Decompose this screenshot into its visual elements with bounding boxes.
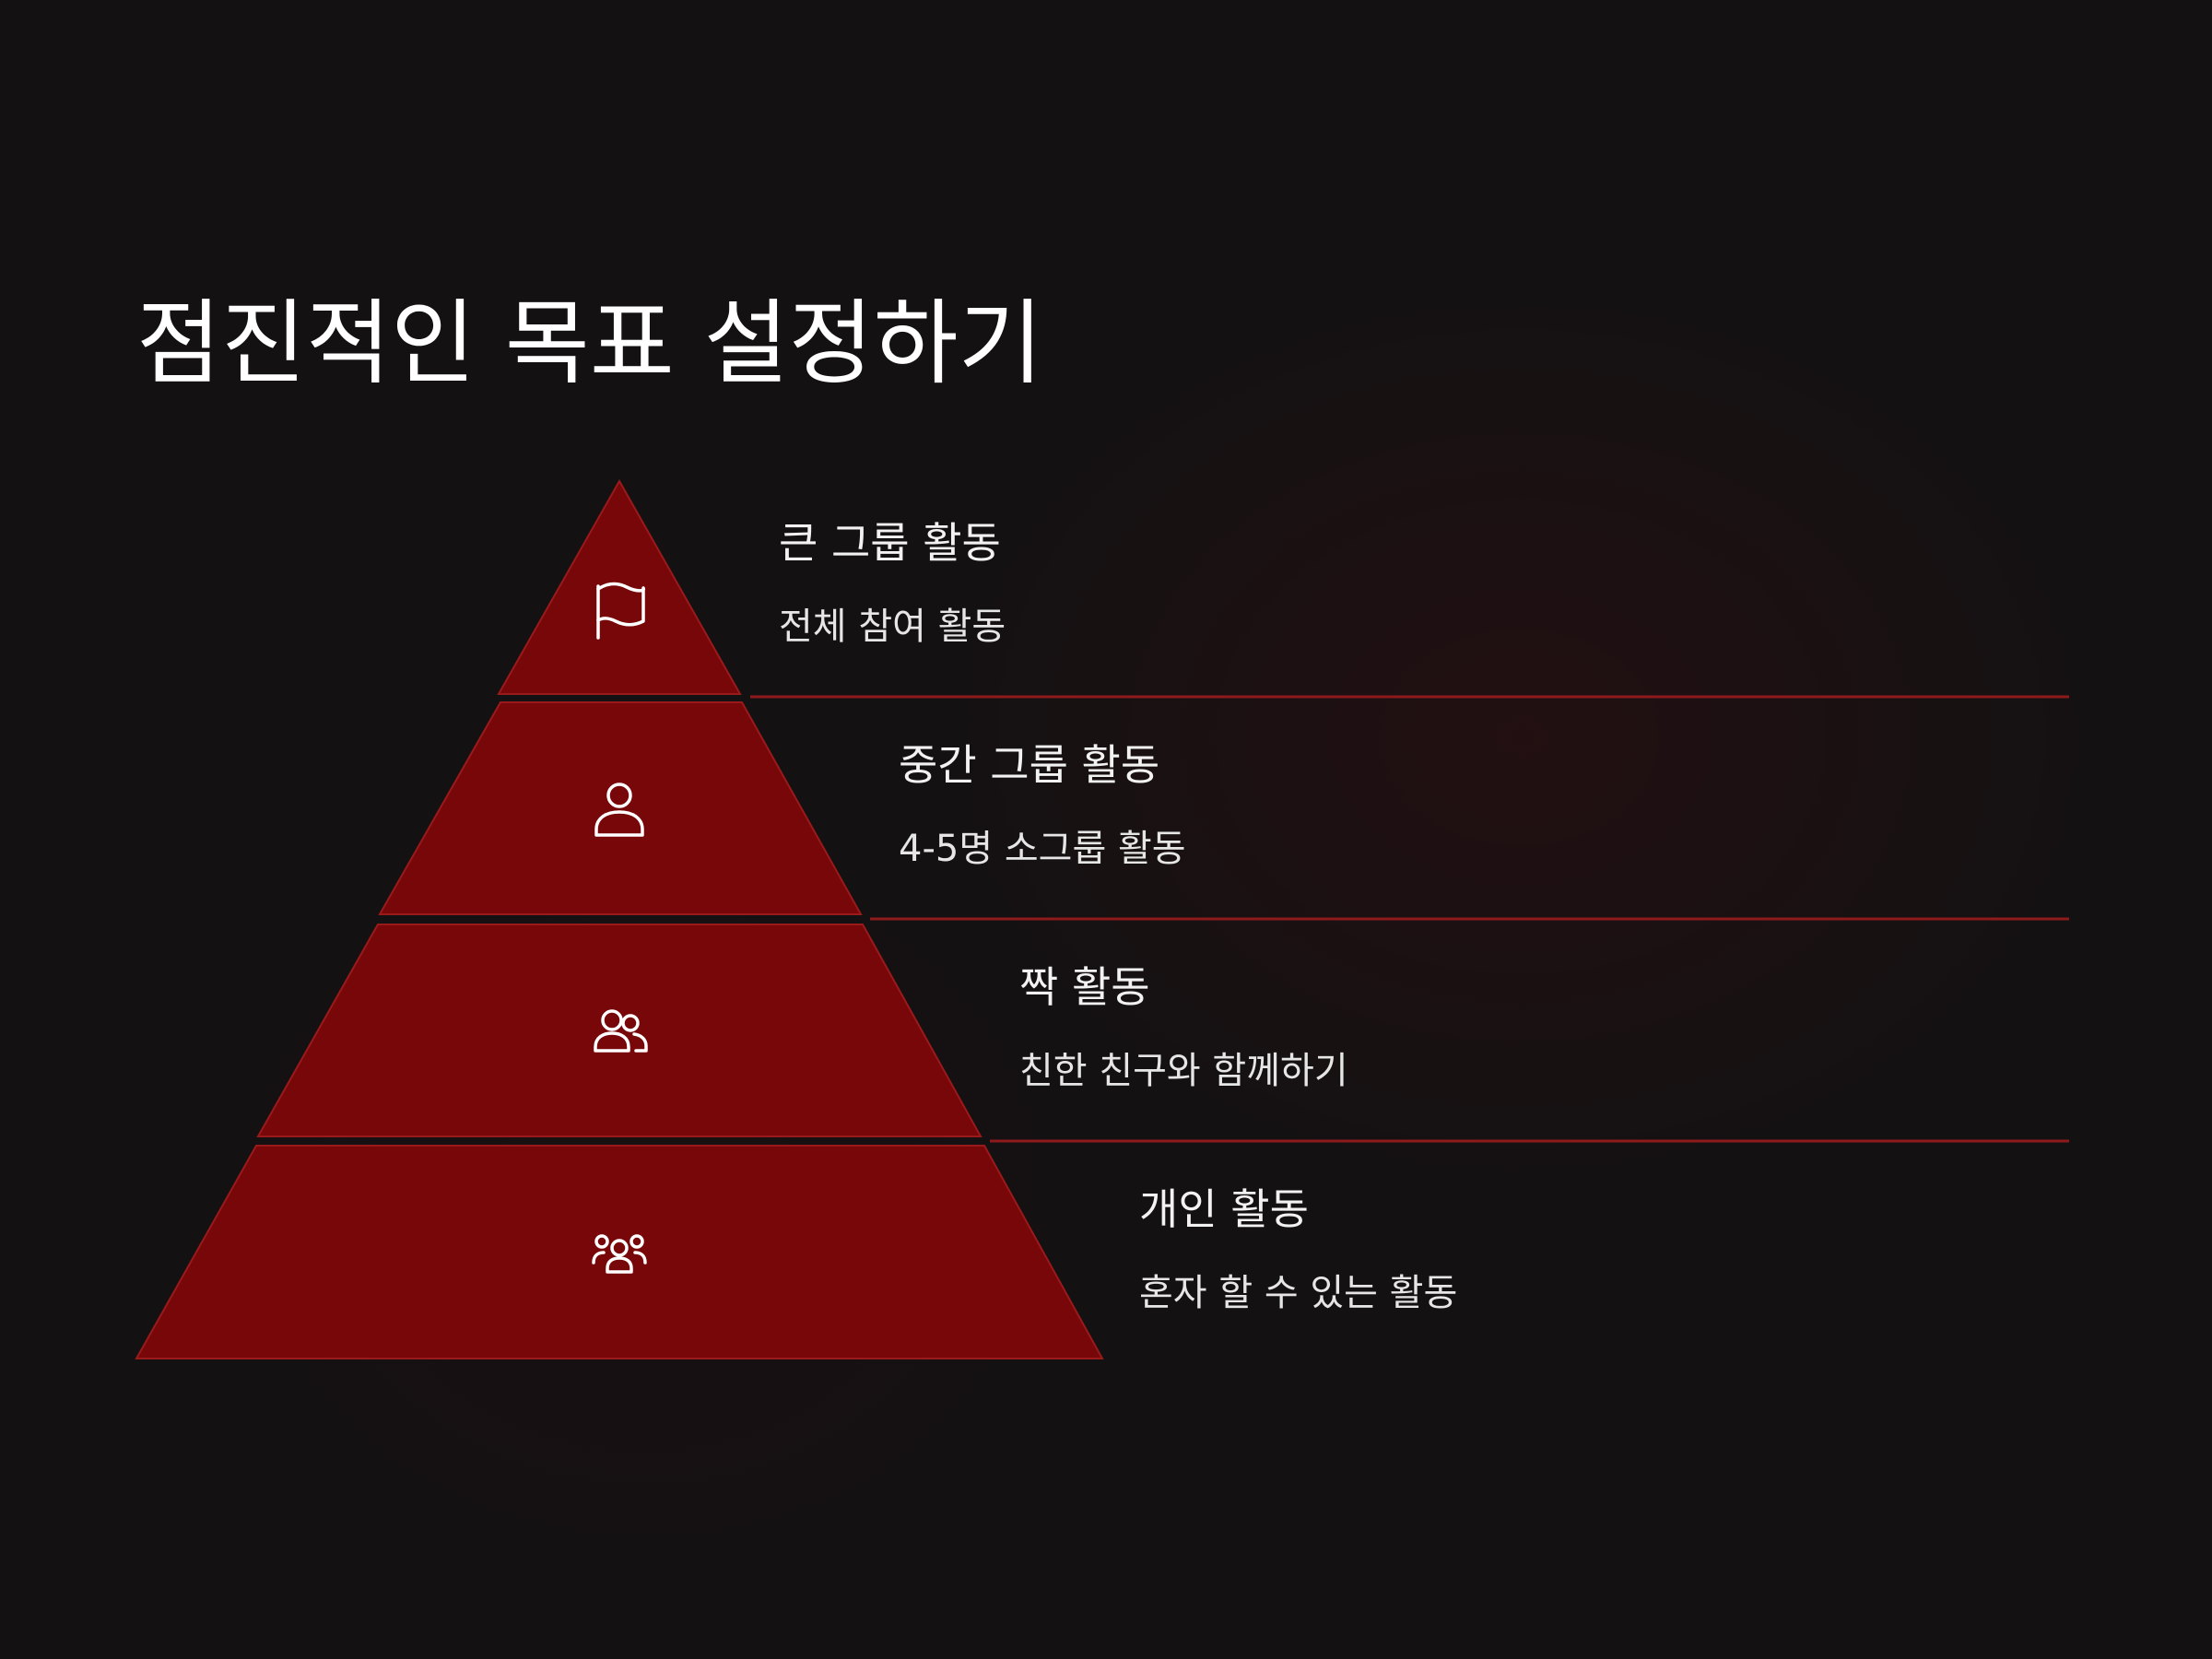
group-icon	[592, 1234, 647, 1274]
level-2-description: 4-5명 소그룹 활동	[899, 828, 1186, 870]
level-1-description: 전체 참여 활동	[779, 606, 1006, 648]
users-icon	[594, 1009, 648, 1053]
slide-title: 점진적인 목표 설정하기	[136, 289, 1043, 397]
level-2-title: 중간 그룹 활동	[899, 740, 1160, 790]
pyramid-tier-1	[497, 478, 742, 695]
level-3-description: 친한 친구와 함께하기	[1019, 1050, 1348, 1092]
level-4-title: 개인 활동	[1139, 1184, 1309, 1234]
level-3-title: 짝 활동	[1019, 962, 1150, 1012]
level-4-description: 혼자 할 수 있는 활동	[1139, 1272, 1458, 1314]
pyramid-tier-3	[256, 924, 982, 1137]
pyramid-tier-2	[378, 701, 863, 915]
flag-icon	[596, 582, 645, 640]
user-icon	[594, 782, 644, 837]
pyramid-tier-4	[135, 1145, 1104, 1359]
level-1-title: 큰 그룹 활동	[779, 518, 1001, 568]
